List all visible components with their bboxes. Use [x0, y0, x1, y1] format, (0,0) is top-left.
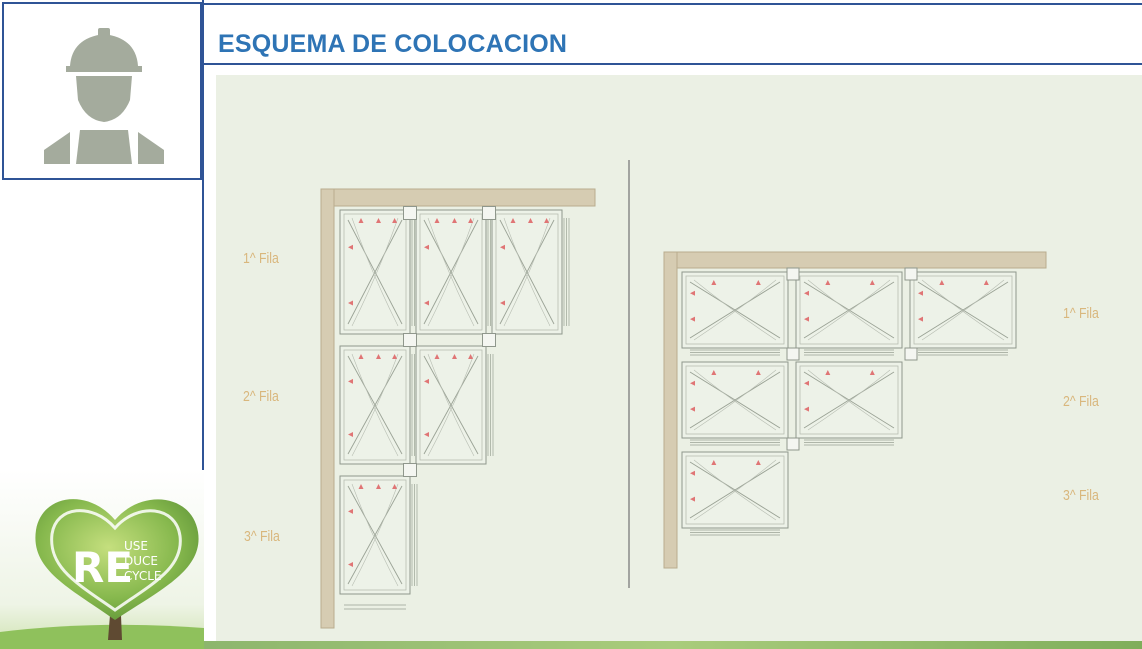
tile-joint: [403, 206, 417, 220]
tile-joint: [904, 347, 918, 361]
tile-joint: [403, 333, 417, 347]
left-tile-r3-c1: [339, 475, 418, 595]
heart-tree-logo: RE USE DUCE CYCLE: [0, 470, 204, 649]
left-row-label-3: 3^ Fila: [244, 528, 280, 545]
left-wall: [320, 188, 596, 629]
tile-joint: [786, 347, 800, 361]
logo-line-1: USE: [124, 539, 148, 553]
right-row-label-2: 2^ Fila: [1063, 393, 1099, 410]
left-row-label-1: 1^ Fila: [243, 250, 279, 267]
logo-line-3: CYCLE: [124, 569, 162, 583]
right-tile-r1-c2: [795, 271, 903, 356]
left-tile-r2-c1: [339, 345, 418, 465]
tile-joint: [482, 206, 496, 220]
frame-line-vertical: [202, 0, 204, 649]
right-row-label-1: 1^ Fila: [1063, 305, 1099, 322]
left-tile-grid: [339, 206, 570, 610]
tile-joint: [403, 463, 417, 477]
tile-joint: [482, 333, 496, 347]
title-underline: [204, 63, 1142, 65]
logo-re-text: RE: [72, 543, 133, 592]
tile-joint: [904, 267, 918, 281]
left-tile-r2-c2: [415, 345, 494, 465]
right-tile-r1-c3: [909, 271, 1017, 356]
left-tile-r1-c3: [491, 209, 570, 335]
logo-line-2: DUCE: [124, 554, 158, 568]
right-wall: [663, 251, 1047, 569]
tile-joint: [786, 437, 800, 451]
left-row-label-2: 2^ Fila: [243, 388, 279, 405]
right-tile-grid: [681, 267, 1017, 536]
worker-icon-box: [2, 2, 202, 180]
right-tile-r2-c1: [681, 361, 789, 446]
right-tile-r2-c2: [795, 361, 903, 446]
construction-worker-icon: [44, 28, 164, 164]
frame-line-top: [202, 3, 1142, 5]
right-tile-r3-c1: [681, 451, 789, 536]
tile-joint: [786, 267, 800, 281]
right-row-label-3: 3^ Fila: [1063, 487, 1099, 504]
left-tile-r1-c2: [415, 209, 494, 335]
bottom-grass-strip: [204, 641, 1142, 649]
right-tile-r1-c1: [681, 271, 789, 356]
slide-title: ESQUEMA DE COLOCACION: [218, 30, 568, 58]
left-tile-r1-c1: [339, 209, 418, 335]
